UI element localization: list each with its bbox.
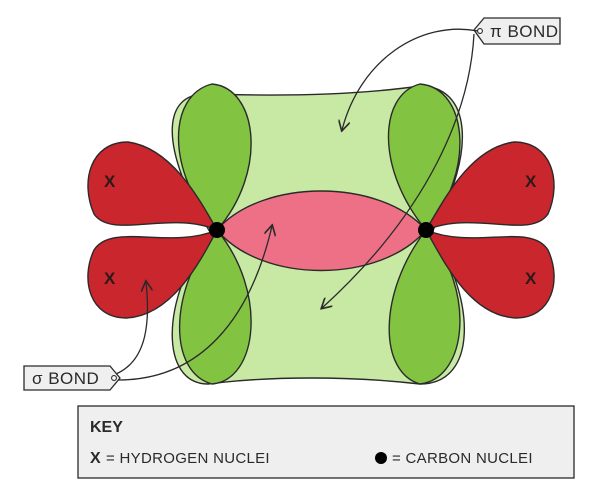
carbon-nucleus-left <box>209 222 225 238</box>
pi-bond-arrow-to-upper-lobe <box>342 28 479 130</box>
sigma-bond-label-tag: σ BOND <box>23 365 121 391</box>
p-orbital-lobe-right-top <box>387 83 461 232</box>
hydrogen-nucleus-mark: X <box>104 269 116 288</box>
sigma-bond-label: σ BOND <box>32 369 99 388</box>
hydrogen-nucleus-mark: X <box>525 269 537 288</box>
sigma-bond-hydrogen-left-top <box>87 141 219 232</box>
key-carbon-text: = CARBON NUCLEI <box>392 450 533 467</box>
hydrogen-nucleus-mark: X <box>525 172 537 191</box>
key-carbon-dot <box>375 452 387 464</box>
sigma-bond-hydrogen-right-bottom <box>424 228 555 319</box>
pi-bond-label: π BOND <box>490 22 559 41</box>
hydrogen-nucleus-mark: X <box>104 172 116 191</box>
pi-bond-label-tag: π BOND <box>473 17 561 45</box>
sigma-bond-arrow-to-cc-bond <box>117 226 272 381</box>
key-hydrogen-text: = HYDROGEN NUCLEI <box>106 450 270 467</box>
p-orbital-lobe-left-bottom <box>178 228 252 385</box>
key-title: KEY <box>90 419 123 436</box>
key-box: KEY X = HYDROGEN NUCLEI = CARBON NUCLEI <box>77 405 575 479</box>
p-orbital-lobe-left-top <box>177 83 252 232</box>
sigma-bond-hydrogen-right-top <box>424 141 555 232</box>
key-hydrogen-symbol: X <box>90 450 101 467</box>
sigma-bond-hydrogen-left-bottom <box>87 228 219 319</box>
sigma-bond-arrow-to-ch-lobe <box>115 282 148 375</box>
pi-bond-arrow-to-lower-lobe <box>322 33 475 308</box>
carbon-nucleus-right <box>418 222 434 238</box>
p-orbital-lobe-right-bottom <box>388 228 461 385</box>
